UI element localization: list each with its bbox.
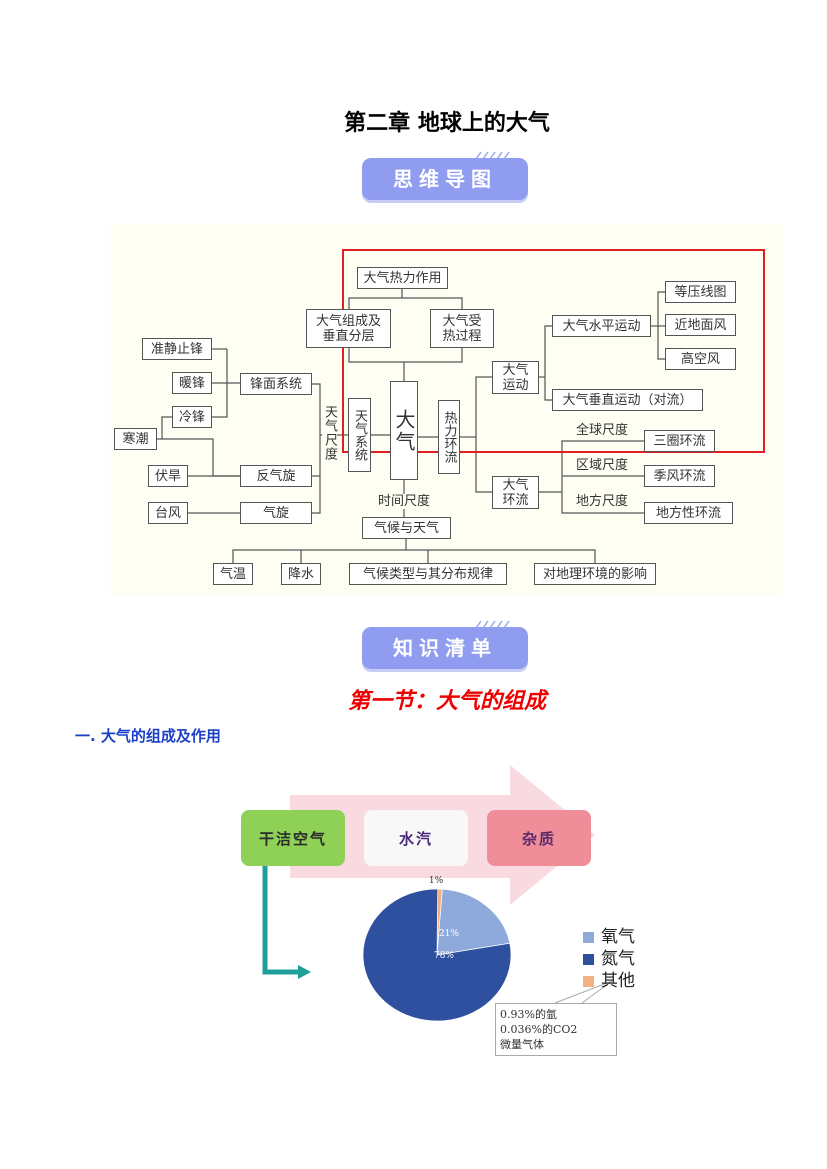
pie-data-label: 1% (429, 876, 444, 886)
node-vertical-motion: 大气垂直运动（对流） (552, 389, 703, 411)
label-weather-scale: 天气尺度 (322, 405, 337, 461)
label-regional-scale: 区域尺度 (576, 458, 629, 473)
mind-map-connectors (157, 249, 765, 563)
node-upper-wind: 高空风 (665, 348, 736, 370)
node-monsoon: 季风环流 (644, 465, 715, 487)
node-geo-impact: 对地理环境的影响 (534, 563, 656, 585)
node-temperature: 气温 (213, 563, 253, 585)
page-title: 第二章 地球上的大气 (344, 111, 550, 136)
flow-box-dry-air: 干洁空气 (241, 810, 345, 866)
node-motion: 大气运动 (492, 361, 539, 394)
legend-item-other: 其他 (583, 970, 635, 992)
node-thermal-circulation: 热力环流 (438, 400, 460, 474)
pie-chart: 1% 21% 78% (362, 876, 512, 1022)
knowledge-banner: 知识清单 (362, 620, 528, 669)
pie-slice-1 (436, 888, 511, 956)
stripe-decoration-icon (475, 151, 510, 160)
callout-line: 0.93%的氩 (500, 1008, 557, 1021)
legend-label: 其他 (601, 971, 635, 991)
callout-line: 0.036%的CO2 (500, 1023, 578, 1036)
node-cold-wave: 寒潮 (114, 428, 157, 450)
label-global-scale: 全球尺度 (576, 423, 629, 438)
arrowhead-icon (298, 965, 311, 979)
node-typhoon: 台风 (148, 502, 188, 524)
pie-legend: 氧气 氮气 其他 (583, 926, 635, 992)
callout-line: 微量气体 (500, 1038, 544, 1051)
highlight-frame (342, 249, 765, 453)
legend-swatch (583, 975, 594, 987)
legend-item-oxygen: 氧气 (583, 926, 635, 948)
node-three-cell: 三圈环流 (644, 430, 715, 452)
node-cold-front: 冷锋 (172, 406, 212, 428)
node-cyclone: 气旋 (240, 502, 312, 524)
node-dry-spell: 伏旱 (148, 465, 188, 487)
node-isobar: 等压线图 (665, 281, 736, 303)
flow-box-impurities: 杂质 (487, 810, 591, 866)
node-front-system: 锋面系统 (240, 373, 312, 395)
node-warm-front: 暖锋 (172, 372, 212, 394)
label-time-scale: 时间尺度 (378, 494, 431, 509)
legend-label: 氮气 (601, 949, 635, 969)
node-quasi-front: 准静止锋 (142, 338, 212, 360)
node-surface-wind: 近地面风 (665, 314, 736, 336)
stripe-decoration-icon (475, 620, 510, 629)
heading-composition: 一. 大气的组成及作用 (75, 727, 221, 745)
callout-pointer (554, 980, 613, 1004)
flow-box-water-vapor: 水汽 (364, 810, 468, 866)
node-climate-types: 气候类型与其分布规律 (349, 563, 507, 585)
label-local-scale: 地方尺度 (576, 494, 629, 509)
node-composition: 大气组成及垂直分层 (306, 309, 391, 348)
node-horizontal-motion: 大气水平运动 (552, 315, 651, 337)
pie-slice-2 (362, 888, 512, 1022)
pie-data-label: 78% (434, 951, 454, 961)
legend-swatch (583, 931, 594, 943)
node-heating: 大气受热过程 (430, 309, 494, 348)
knowledge-banner-label: 知识清单 (393, 636, 497, 660)
mind-map: 大气热力作用 大气组成及垂直分层 大气受热过程 大气 天气系统 热力环流 大气运… (110, 224, 782, 595)
node-thermal-effect: 大气热力作用 (357, 267, 448, 289)
mindmap-banner-label: 思维导图 (393, 167, 497, 191)
other-gases-callout: 0.93%的氩 0.036%的CO2 微量气体 (495, 1003, 617, 1056)
mindmap-banner: 思维导图 (362, 151, 528, 200)
legend-label: 氧气 (601, 927, 635, 947)
connector-arrow (262, 866, 302, 975)
pie-data-label: 21% (439, 929, 459, 939)
node-local-circulation: 地方性环流 (644, 502, 733, 524)
node-precipitation: 降水 (281, 563, 321, 585)
legend-swatch (583, 953, 594, 965)
node-weather-system: 天气系统 (348, 398, 371, 472)
node-circulation: 大气环流 (492, 476, 539, 509)
node-atmosphere: 大气 (390, 381, 418, 480)
legend-item-nitrogen: 氮气 (583, 948, 635, 970)
node-climate-weather: 气候与天气 (362, 517, 451, 539)
node-anticyclone: 反气旋 (240, 465, 312, 487)
section-title: 第一节：大气的组成 (347, 688, 546, 714)
